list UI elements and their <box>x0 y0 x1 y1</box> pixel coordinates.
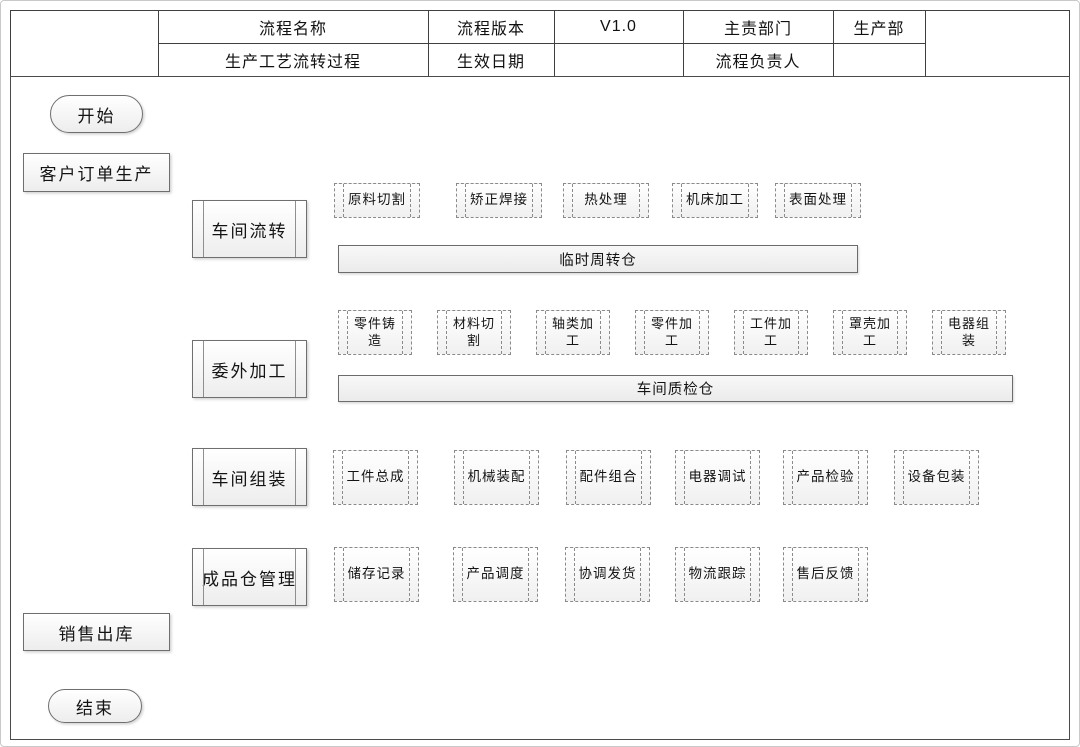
temp-warehouse-bar: 临时周转仓 <box>338 245 858 273</box>
header-cell-owner-value <box>833 43 925 77</box>
step-box: 储存记录 <box>334 547 419 602</box>
step-box: 工件总成 <box>333 450 418 505</box>
step-box: 零件铸造 <box>338 310 412 355</box>
step-box: 电器调试 <box>675 450 760 505</box>
step-box: 零件加工 <box>635 310 709 355</box>
step-box: 设备包装 <box>894 450 979 505</box>
header-cell-owner-label: 流程负责人 <box>715 54 801 71</box>
step-box: 工件加工 <box>734 310 808 355</box>
header-cell-effective-date-value <box>554 43 683 77</box>
step-box: 协调发货 <box>565 547 650 602</box>
step-box: 机械装配 <box>454 450 539 505</box>
header-cell-version-label: 流程版本 <box>456 21 525 38</box>
step-box: 轴类加工 <box>536 310 610 355</box>
step-box: 矫正焊接 <box>456 183 542 218</box>
sales-outbound-node: 销售出库 <box>23 613 170 651</box>
step-box: 电器组装 <box>932 310 1006 355</box>
step-box: 热处理 <box>563 183 649 218</box>
step-box: 配件组合 <box>566 450 651 505</box>
step-box: 产品调度 <box>453 547 538 602</box>
start-node: 开始 <box>50 95 143 133</box>
qc-warehouse-bar: 车间质检仓 <box>338 375 1013 402</box>
header-cell-version-value: V1.0 <box>600 18 637 35</box>
step-box: 罩壳加工 <box>833 310 907 355</box>
stage-workshop-flow: 车间流转 <box>192 200 307 258</box>
step-box: 物流跟踪 <box>675 547 760 602</box>
stage-outsourcing: 委外加工 <box>192 340 307 398</box>
header-table: 流程名称 流程版本 V1.0 主责部门 生产部 生产工艺流转过程 生效日期 流程… <box>10 10 1070 78</box>
step-box: 表面处理 <box>775 183 861 218</box>
table-divider <box>158 43 926 45</box>
step-box: 产品检验 <box>783 450 868 505</box>
stage-finished-goods: 成品仓管理 <box>192 548 307 606</box>
header-cell-process-name-value: 生产工艺流转过程 <box>224 54 361 71</box>
step-box: 原料切割 <box>334 183 420 218</box>
step-box: 材料切割 <box>437 310 511 355</box>
step-box: 售后反馈 <box>783 547 868 602</box>
header-cell-department-value: 生产部 <box>853 21 905 38</box>
end-node: 结束 <box>48 689 142 723</box>
stage-workshop-assembly: 车间组装 <box>192 448 307 506</box>
header-cell-department-label: 主责部门 <box>723 21 792 38</box>
header-cell-process-name-label: 流程名称 <box>258 21 327 38</box>
header-cell-effective-date-label: 生效日期 <box>456 54 525 71</box>
step-box: 机床加工 <box>672 183 758 218</box>
customer-order-node: 客户订单生产 <box>23 153 170 192</box>
